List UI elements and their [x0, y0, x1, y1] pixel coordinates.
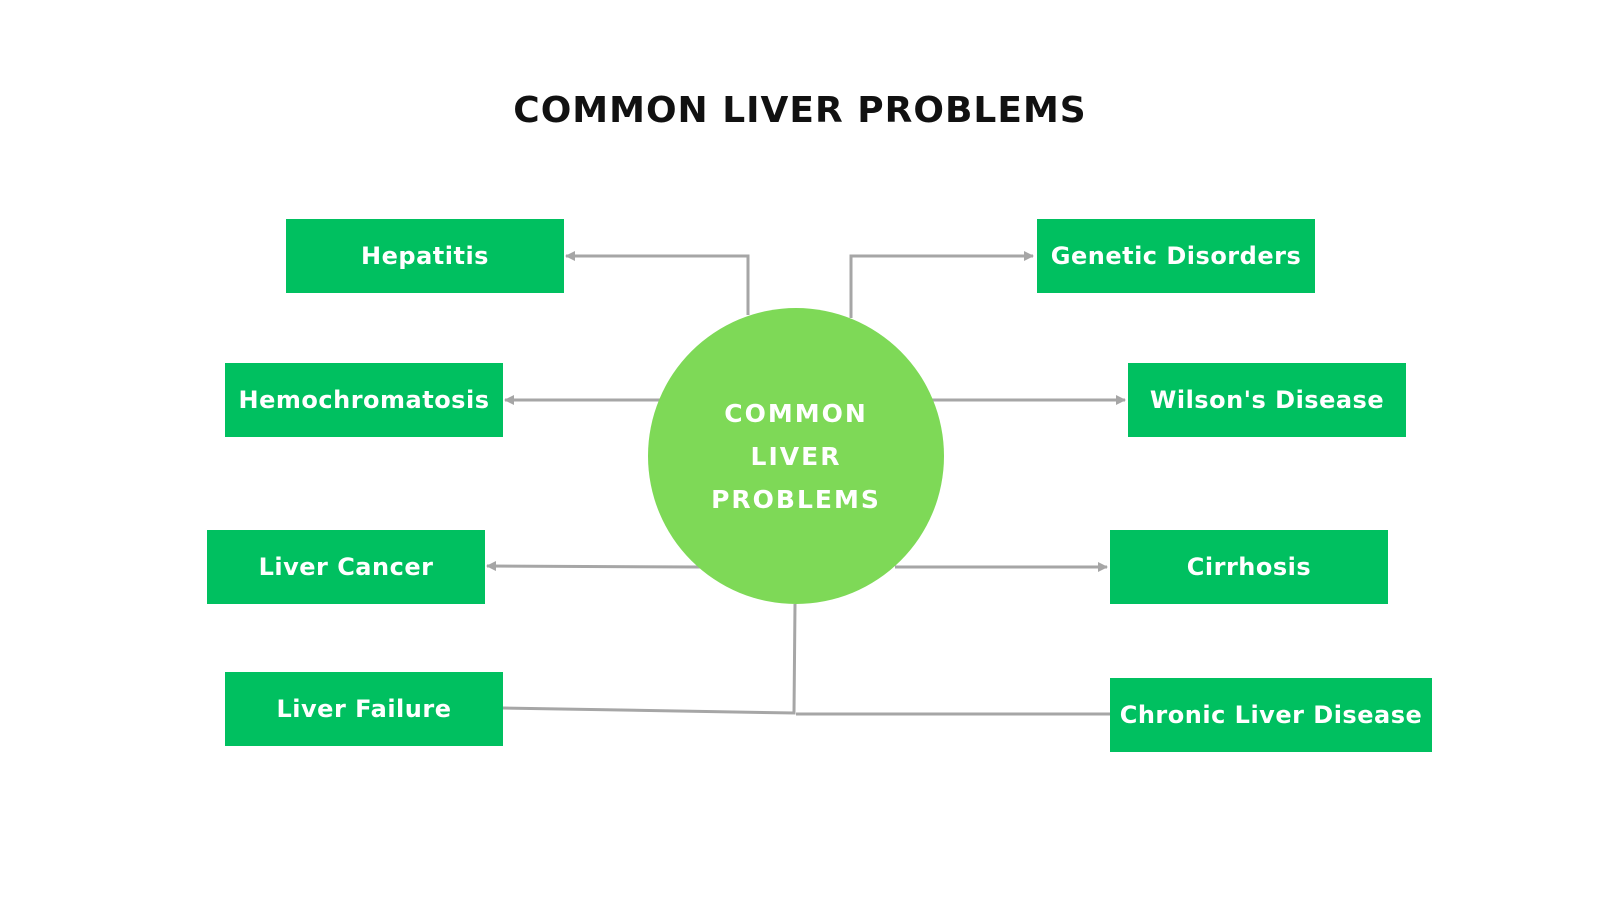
node-label: Chronic Liver Disease [1119, 701, 1423, 729]
node-label: Hemochromatosis [238, 386, 490, 414]
node-chronic-liver-disease: Chronic Liver Disease [1110, 678, 1432, 752]
node-cirrhosis: Cirrhosis [1110, 530, 1388, 604]
node-wilsons-disease: Wilson's Disease [1128, 363, 1406, 437]
node-liver-cancer: Liver Cancer [207, 530, 485, 604]
node-label: Wilson's Disease [1149, 386, 1385, 414]
hub-label: COMMON LIVER PROBLEMS [696, 392, 896, 521]
node-label: Hepatitis [361, 242, 489, 270]
connector-genetic-disorders [849, 251, 1034, 318]
node-hemochromatosis: Hemochromatosis [225, 363, 503, 437]
hub-label-line-1: COMMON [724, 398, 868, 428]
node-label: Genetic Disorders [1050, 242, 1302, 270]
node-label: Liver Cancer [258, 553, 434, 581]
node-genetic-disorders: Genetic Disorders [1037, 219, 1315, 293]
connector-liver-failure [502, 603, 797, 715]
diagram-title: COMMON LIVER PROBLEMS [513, 90, 1087, 131]
node-label: Cirrhosis [1186, 553, 1312, 581]
node-hepatitis: Hepatitis [286, 219, 564, 293]
connector-liver-cancer [486, 561, 701, 572]
node-label: Liver Failure [276, 695, 452, 723]
hub-label-line-3: PROBLEMS [711, 484, 881, 514]
connector-hepatitis [565, 251, 750, 315]
central-hub-circle: COMMON LIVER PROBLEMS [648, 308, 944, 604]
hub-label-line-2: LIVER [750, 441, 842, 471]
node-liver-failure: Liver Failure [225, 672, 503, 746]
